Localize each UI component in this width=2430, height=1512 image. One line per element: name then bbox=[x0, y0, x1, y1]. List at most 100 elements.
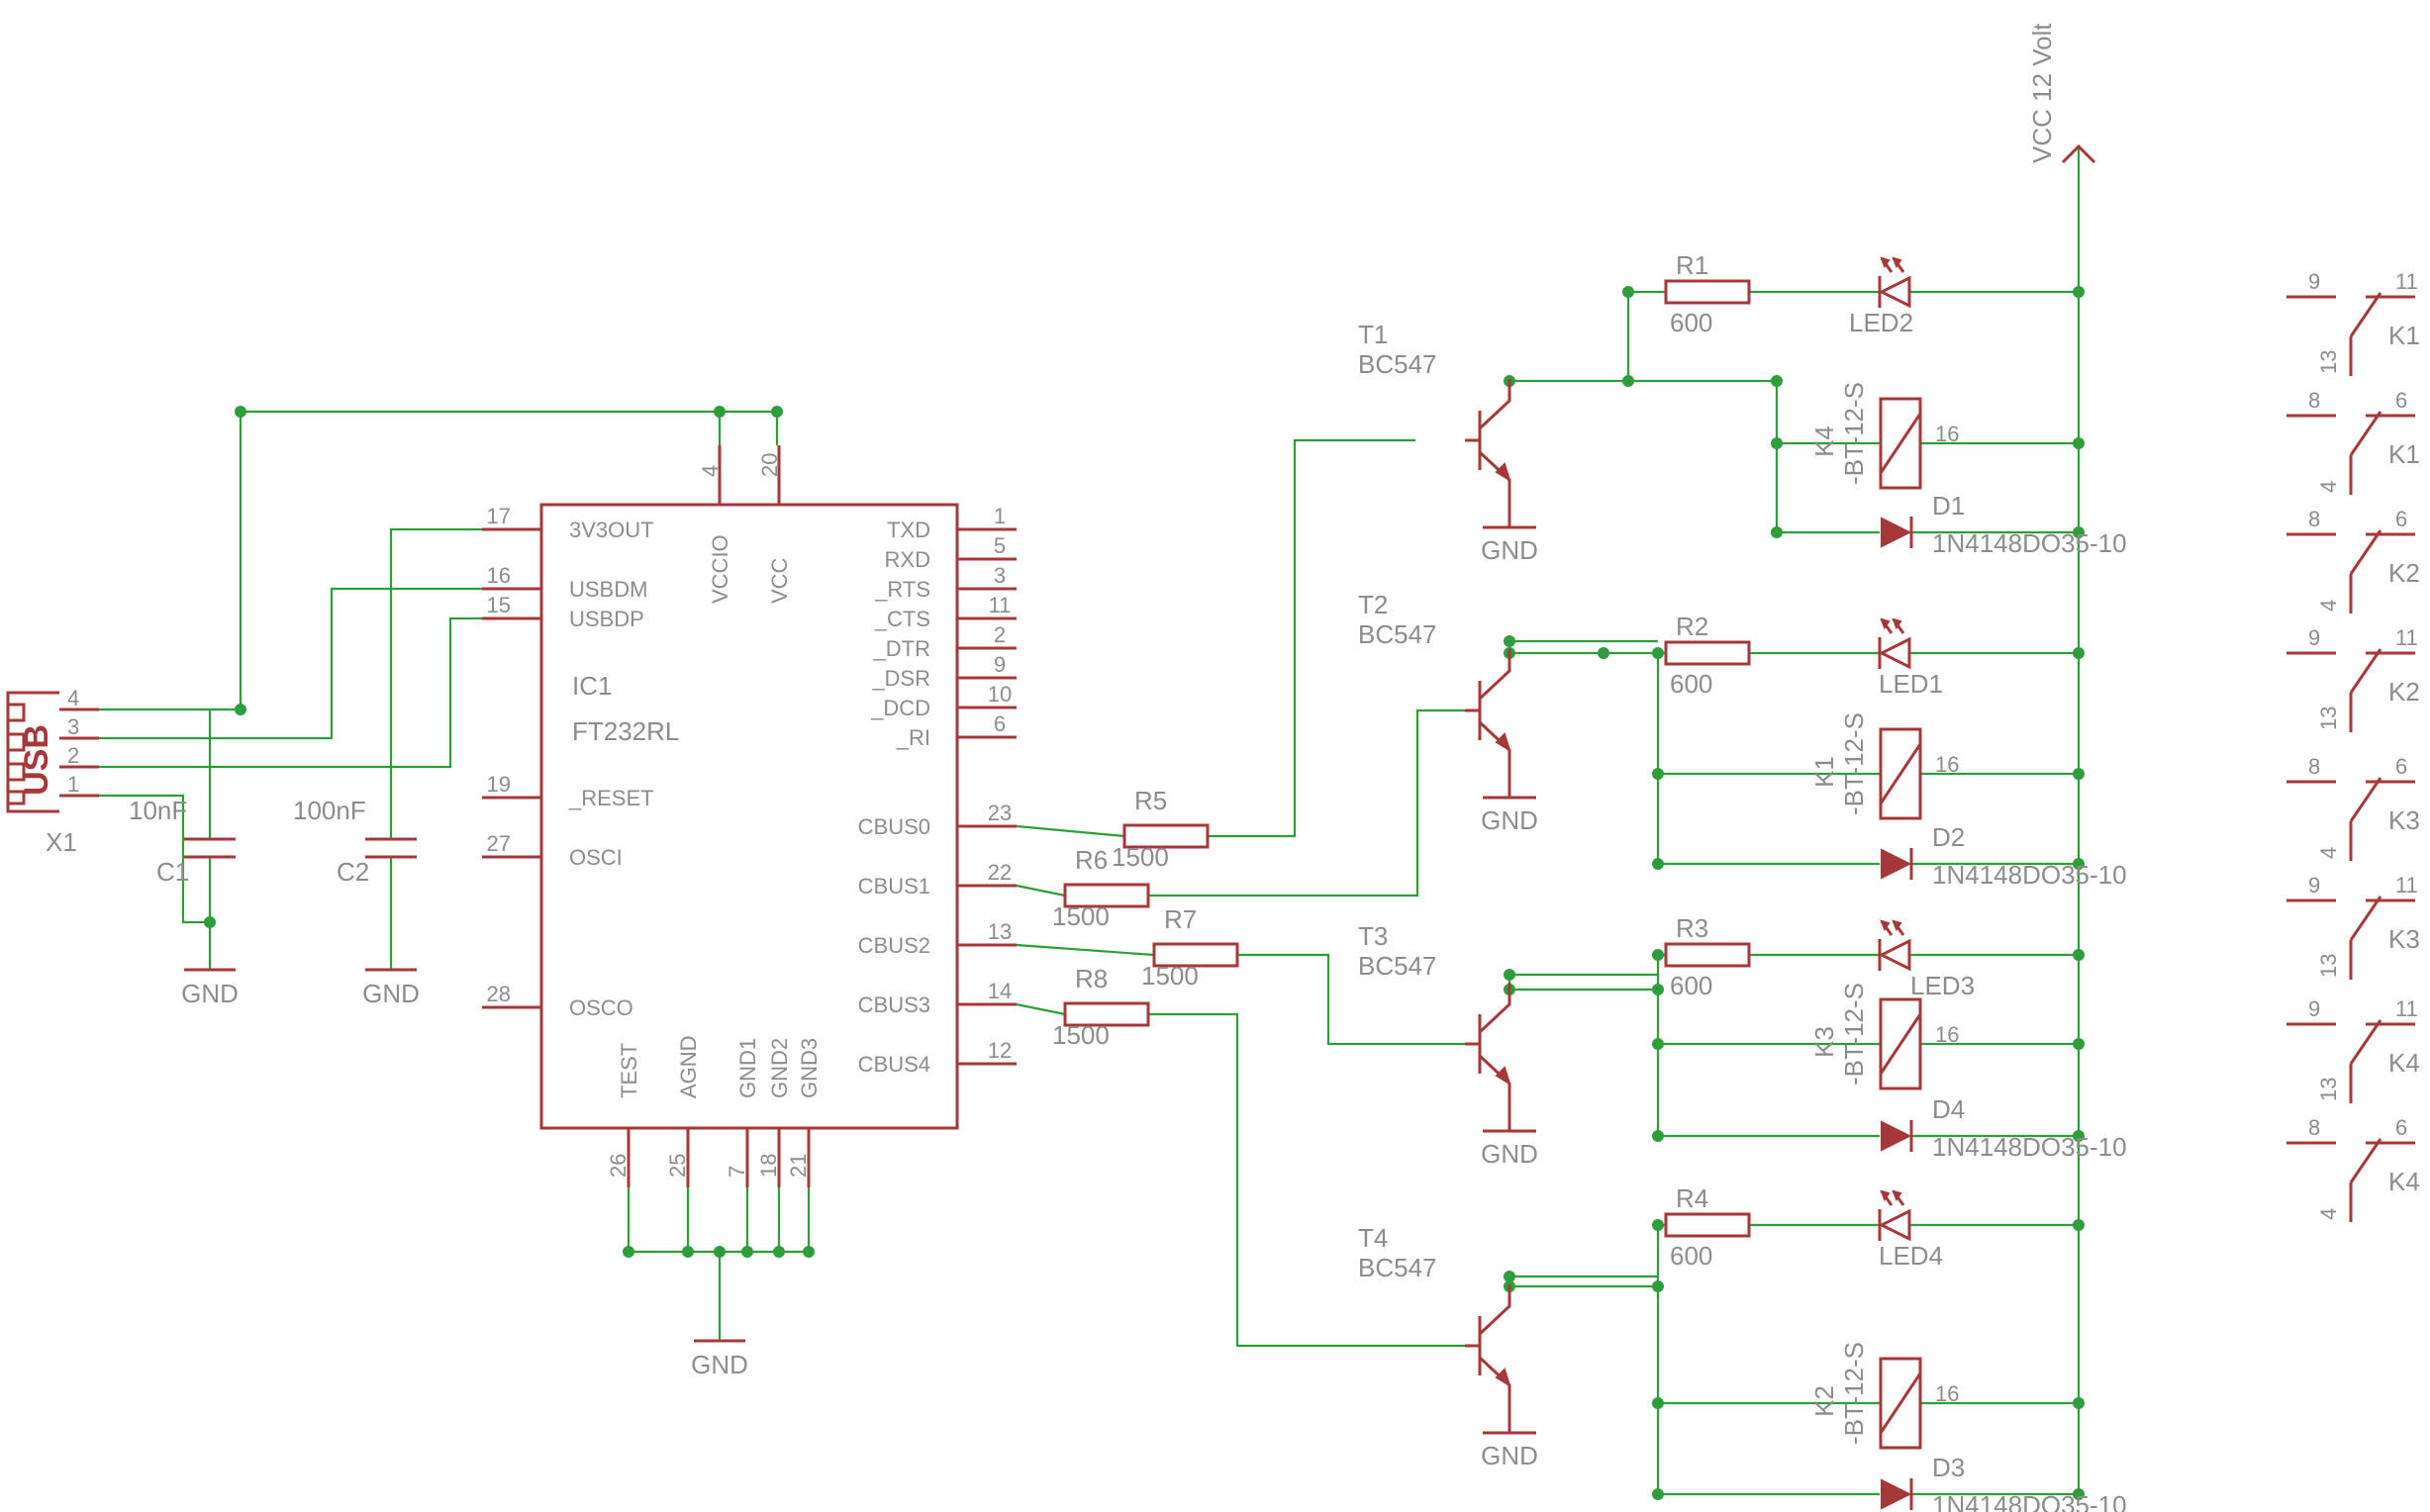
gnd-label: GND bbox=[691, 1350, 748, 1379]
relay-name: K1 bbox=[1809, 756, 1839, 788]
transistor-collector bbox=[1478, 379, 1511, 430]
junction-dot bbox=[1652, 1038, 1664, 1050]
contact-pin-a: 9 bbox=[2308, 873, 2320, 898]
relay-coil-diagonal bbox=[1879, 413, 1922, 474]
transistor-emitter-arrow bbox=[1495, 732, 1511, 753]
contact-pin-b: 6 bbox=[2395, 388, 2407, 413]
wire bbox=[1148, 709, 1465, 898]
contact-name: K4 bbox=[2388, 1048, 2420, 1078]
contact-pin-b: 6 bbox=[2395, 507, 2407, 531]
contact-pin-b: 11 bbox=[2395, 873, 2418, 898]
resistor-name: R3 bbox=[1676, 913, 1708, 943]
junction-dot bbox=[2073, 1130, 2085, 1142]
led-name: LED2 bbox=[1849, 308, 1913, 337]
led-triangle bbox=[1878, 636, 1911, 670]
led-resistor-body bbox=[1664, 279, 1751, 305]
ic-pin-number: 18 bbox=[756, 1154, 781, 1178]
wire bbox=[1016, 943, 1155, 957]
transistor-value: BC547 bbox=[1358, 951, 1437, 981]
junction-dot bbox=[771, 406, 783, 418]
led-triangle bbox=[1878, 275, 1911, 309]
contact-pin-b: 11 bbox=[2395, 625, 2418, 650]
wire bbox=[1016, 824, 1125, 838]
ic-pin-name: _RESET bbox=[568, 786, 654, 810]
relay-value: -BT-12-S bbox=[1839, 983, 1869, 1086]
ic-pin-number: 25 bbox=[665, 1154, 690, 1178]
junction-dot bbox=[2073, 647, 2085, 659]
contact-pin-a: 9 bbox=[2308, 625, 2320, 650]
contact-pin-c: 13 bbox=[2316, 350, 2341, 374]
diode-name: D4 bbox=[1932, 1094, 1965, 1124]
ic-pin-number: 14 bbox=[988, 979, 1012, 1003]
base-resistor-body bbox=[1063, 883, 1150, 908]
junction-dot bbox=[235, 406, 246, 418]
junction-dot bbox=[803, 1246, 815, 1258]
transistor-collector bbox=[1478, 983, 1511, 1034]
contact-arm bbox=[2349, 292, 2382, 337]
wire bbox=[1507, 639, 1658, 649]
ic-pin-name: _DSR bbox=[871, 666, 930, 691]
transistor-name: T3 bbox=[1358, 921, 1388, 951]
symbols bbox=[6, 143, 2415, 1510]
ic-pin-name: USBDP bbox=[569, 607, 644, 631]
junction-dot bbox=[1652, 1488, 1664, 1500]
led-name: LED1 bbox=[1879, 669, 1943, 699]
ic-pin-name: _CTS bbox=[874, 607, 930, 631]
junction-dot bbox=[1504, 1271, 1515, 1282]
transistor-collector bbox=[1478, 649, 1511, 701]
ic-pin-number: 15 bbox=[487, 593, 511, 617]
resistor-name: R1 bbox=[1676, 250, 1708, 280]
diode-name: D1 bbox=[1932, 491, 1965, 520]
ic-pin-number: 20 bbox=[757, 453, 782, 477]
contact-arm bbox=[2349, 648, 2382, 694]
junction-dot bbox=[1771, 526, 1783, 538]
ic-pin-number: 21 bbox=[786, 1154, 811, 1178]
junction-dot bbox=[1504, 969, 1515, 981]
wire bbox=[1237, 953, 1465, 1046]
relay-value: -BT-12-S bbox=[1839, 712, 1869, 815]
contact-pin-c: 13 bbox=[2316, 954, 2341, 978]
relay-coil-diagonal bbox=[1879, 743, 1922, 804]
contact-pin-c: 13 bbox=[2316, 1078, 2341, 1101]
ic-pin-name: VCCIO bbox=[708, 534, 732, 604]
junction-dot bbox=[1652, 858, 1664, 870]
ic-pin-number: 12 bbox=[988, 1038, 1012, 1063]
ic-pin-number: 26 bbox=[606, 1154, 631, 1178]
led-resistor-body bbox=[1664, 942, 1751, 968]
relay-name: K3 bbox=[1809, 1026, 1839, 1058]
contact-pin-b: 6 bbox=[2395, 1115, 2407, 1140]
ic-pin-name: _DCD bbox=[870, 696, 930, 720]
contact-name: K4 bbox=[2388, 1167, 2420, 1196]
wire bbox=[1626, 290, 1666, 381]
led-ray-arrows bbox=[1880, 617, 1902, 630]
relay-coil-body bbox=[1879, 727, 1922, 820]
gnd-label: GND bbox=[181, 979, 239, 1008]
junction-dot bbox=[773, 1246, 785, 1258]
capacitor-plates bbox=[365, 837, 417, 859]
relay-value: -BT-12-S bbox=[1839, 382, 1869, 485]
wire bbox=[1016, 1002, 1066, 1016]
wires bbox=[99, 146, 2085, 1500]
ic-pin-name: OSCO bbox=[569, 995, 633, 1020]
ic-pin-name: VCC bbox=[767, 557, 792, 604]
wire bbox=[1016, 884, 1066, 898]
wire bbox=[1148, 1012, 1465, 1348]
ic-pin-name: CBUS1 bbox=[858, 874, 930, 898]
relay-coil-diagonal bbox=[1879, 1013, 1922, 1075]
contact-pin-a: 8 bbox=[2308, 507, 2320, 531]
base-resistor-body bbox=[1152, 942, 1239, 968]
resistor-value: 1500 bbox=[1052, 901, 1110, 931]
led-resistor-body bbox=[1664, 1212, 1751, 1238]
ic-pin-number: 19 bbox=[487, 772, 511, 797]
wire bbox=[99, 587, 482, 740]
contact-arm bbox=[2349, 896, 2382, 941]
wire bbox=[1507, 973, 1658, 983]
junction-dot bbox=[2073, 1219, 2085, 1231]
wire bbox=[99, 794, 210, 924]
contact-arm bbox=[2349, 529, 2382, 575]
wire bbox=[99, 616, 482, 769]
contact-pin-b: 11 bbox=[2395, 269, 2418, 294]
resistor-value: 1500 bbox=[1112, 842, 1169, 872]
ic-pin-number: 9 bbox=[994, 652, 1006, 677]
